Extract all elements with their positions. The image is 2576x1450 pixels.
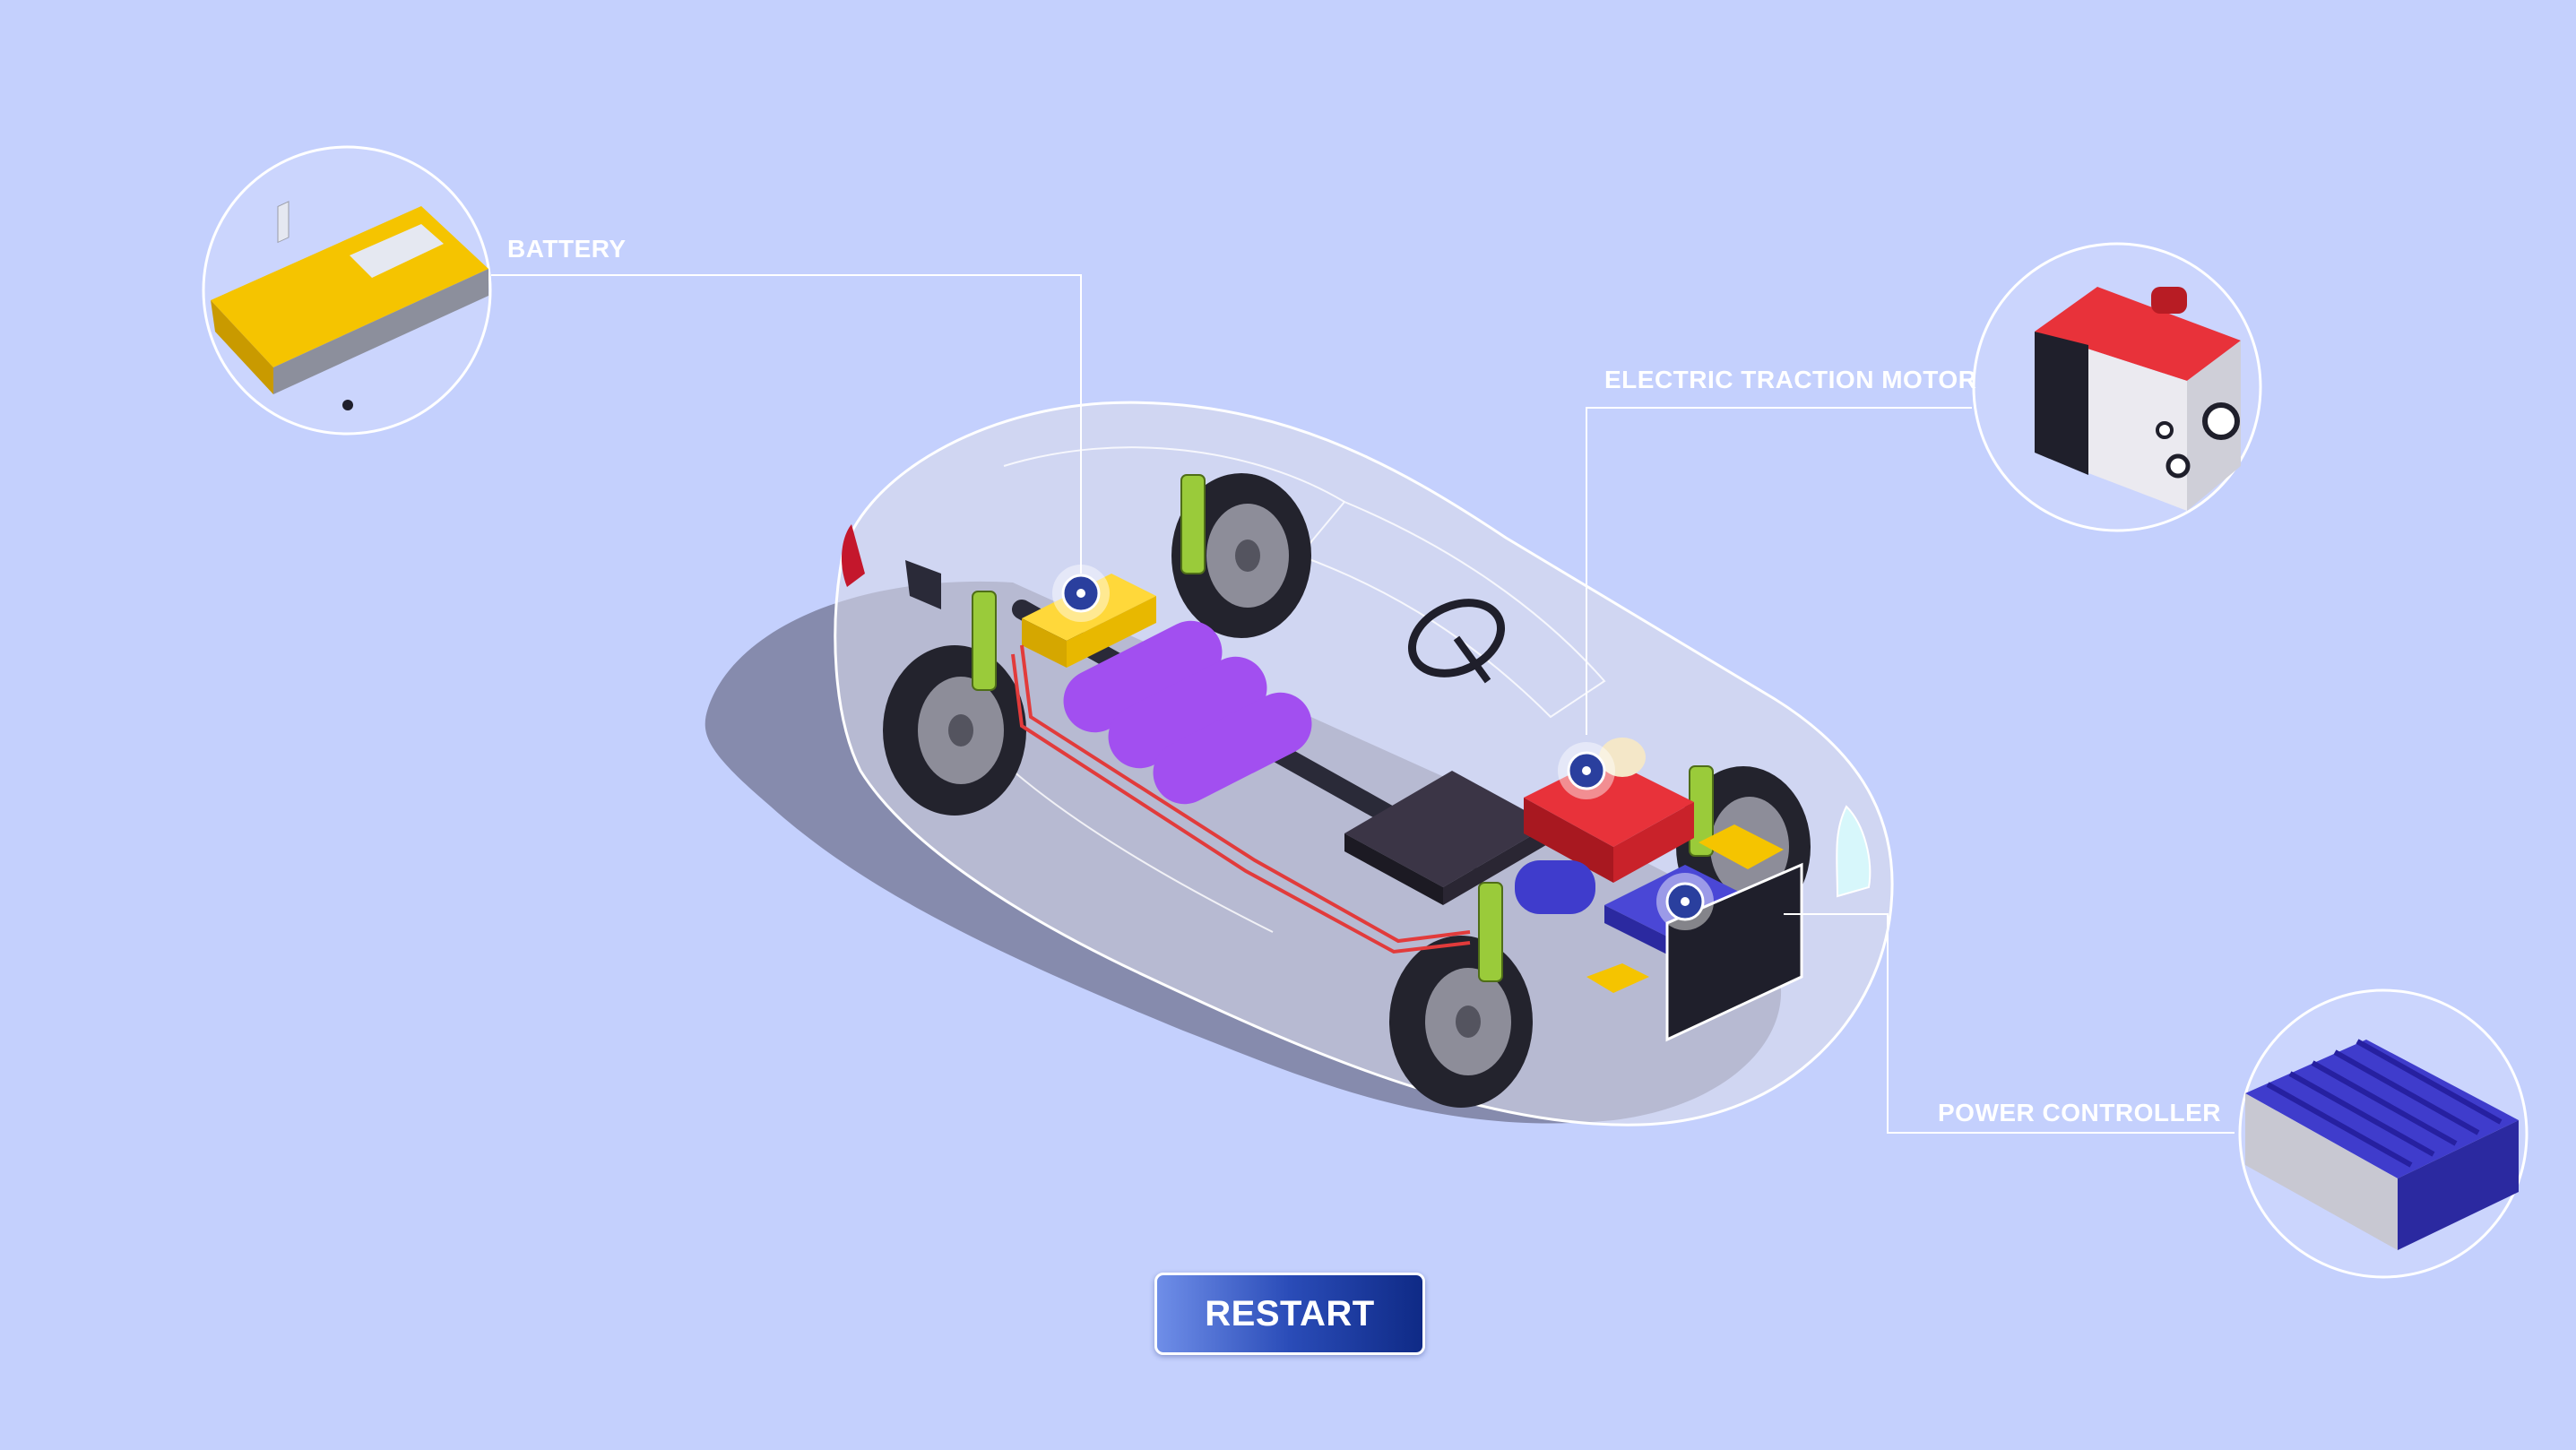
electric-motor bbox=[1524, 738, 1694, 883]
battery-cells bbox=[277, 201, 290, 244]
hydrogen-tanks bbox=[1063, 620, 1312, 805]
front-yellow-module bbox=[1699, 824, 1784, 869]
battery-label: BATTERY bbox=[507, 235, 627, 263]
windshield-outline bbox=[1298, 500, 1606, 719]
motor-callout-line bbox=[1586, 407, 1972, 735]
headlight bbox=[1836, 805, 1871, 898]
tail-light bbox=[841, 524, 865, 587]
motor-hotspot[interactable] bbox=[1558, 742, 1615, 799]
restart-button[interactable]: RESTART bbox=[1154, 1273, 1425, 1355]
steering-wheel bbox=[1407, 599, 1506, 678]
power-cables-2 bbox=[1011, 653, 1471, 954]
battery-detail-circle bbox=[202, 145, 492, 436]
front-left-wheel bbox=[1389, 936, 1533, 1108]
controller-detail-circle bbox=[2238, 988, 2528, 1279]
controller-hotspot[interactable] bbox=[1656, 873, 1714, 930]
power-controller-label: POWER CONTROLLER bbox=[1938, 1099, 2221, 1126]
motor-cylinder bbox=[1515, 860, 1595, 914]
suspension-springs bbox=[972, 474, 1714, 982]
fuel-cell-stack bbox=[1344, 771, 1551, 905]
roof-outline bbox=[1003, 446, 1345, 503]
power-cables bbox=[1020, 644, 1471, 944]
rear-left-wheel bbox=[883, 645, 1026, 816]
electric-traction-motor-label: ELECTRIC TRACTION MOTOR bbox=[1604, 366, 1977, 393]
front-battery bbox=[1586, 963, 1649, 993]
battery-callout-line bbox=[491, 274, 1082, 574]
battery-hotspot[interactable] bbox=[1052, 565, 1110, 622]
rear-right-wheel bbox=[1171, 473, 1311, 638]
motor-detail-circle bbox=[1972, 242, 2262, 532]
side-mirror bbox=[905, 560, 941, 609]
controller-callout-line bbox=[1784, 913, 2235, 1134]
door-line bbox=[1012, 770, 1274, 933]
steering-column bbox=[1453, 635, 1491, 684]
